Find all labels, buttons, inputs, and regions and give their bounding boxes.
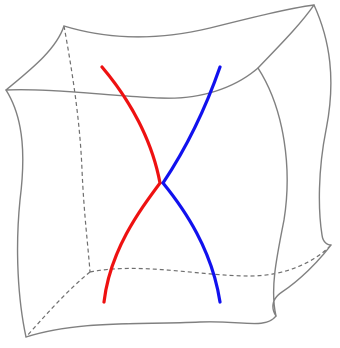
top-left-edge [5, 25, 65, 91]
front-top-edge [5, 67, 259, 99]
hidden-back-vertical-edge [63, 25, 91, 273]
bottom-right-edge [272, 244, 332, 317]
blue-strand [161, 65, 222, 304]
front-right-edge [257, 67, 288, 317]
back-right-edge [313, 4, 332, 246]
back-top-edge [63, 4, 315, 38]
hidden-edges [25, 25, 332, 338]
frame-edges [5, 4, 332, 338]
hidden-bottom-left-edge [25, 271, 91, 338]
red-strand [100, 65, 162, 304]
front-bottom-edge [25, 315, 277, 338]
hidden-back-bottom-edge [89, 244, 332, 277]
top-right-edge [257, 4, 315, 69]
strands [100, 65, 222, 304]
front-left-edge [5, 89, 27, 338]
